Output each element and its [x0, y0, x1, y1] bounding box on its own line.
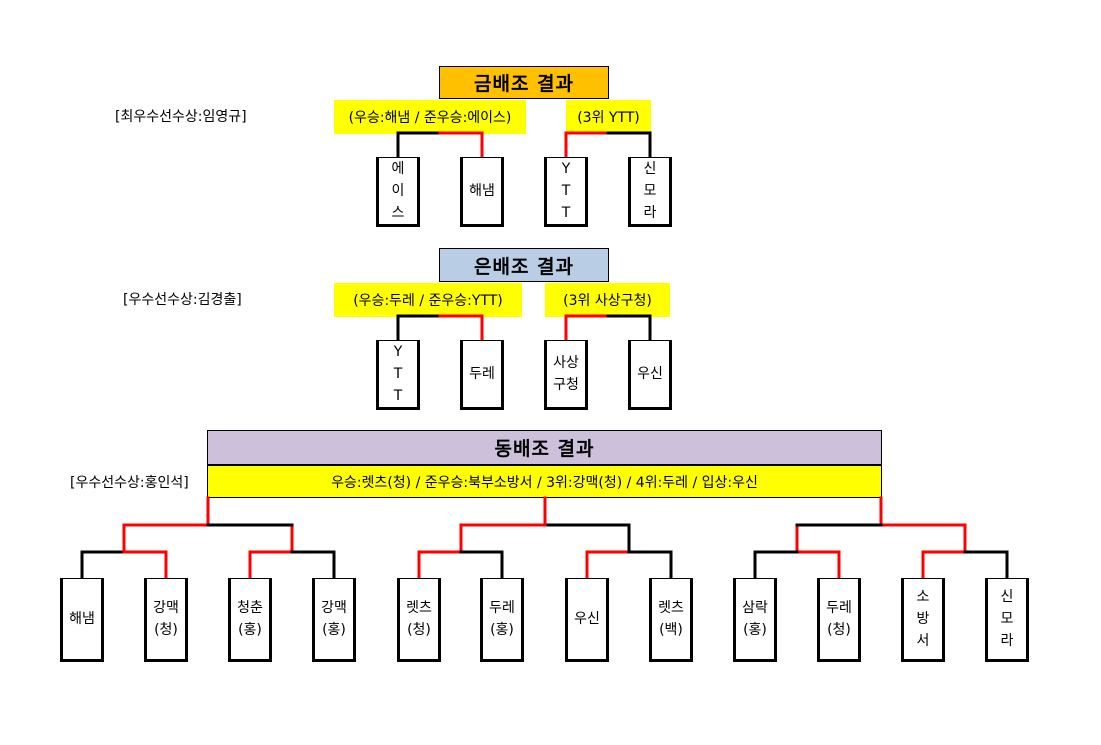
silver-third-loser [606, 314, 652, 342]
gold-bracket-loser [396, 131, 442, 159]
silver-team-sasang-gucheong: 사상 구청 [544, 340, 588, 410]
gold-third-winner [564, 131, 610, 159]
silver-award: [우수선수상:김경출] [123, 292, 242, 308]
silver-third-result: (3위 사상구청) [545, 283, 670, 317]
bronze-team-10: 두레 (청) [817, 578, 861, 662]
gold-team-ace: 에 이 스 [376, 157, 420, 227]
bronze-team-4: 강맥 (홍) [312, 578, 356, 662]
bronze-team-9: 삼락 (홍) [733, 578, 777, 662]
gold-third-result: (3위 YTT) [566, 100, 651, 134]
silver-team-ytt: Y T T [376, 340, 420, 410]
silver-bracket-winner [438, 314, 484, 342]
silver-team-usin: 우신 [628, 340, 672, 410]
gold-team-ytt: Y T T [544, 157, 588, 227]
bronze-team-3: 청춘 (홍) [228, 578, 272, 662]
gold-team-haenaem: 해냄 [460, 157, 504, 227]
bronze-team-5: 렛츠 (청) [397, 578, 441, 662]
bronze-team-2: 강맥 (청) [144, 578, 188, 662]
gold-final-result: (우승:해냄 / 준우승:에이스) [334, 100, 526, 134]
gold-third-loser [606, 131, 652, 159]
gold-title: 금배조 결과 [439, 66, 609, 99]
silver-team-dure: 두레 [460, 340, 504, 410]
silver-final-result: (우승:두레 / 준우승:YTT) [334, 283, 522, 317]
bronze-team-11: 소 방 서 [901, 578, 945, 662]
bronze-title: 동배조 결과 [207, 430, 882, 465]
silver-third-winner [564, 314, 610, 342]
gold-bracket-winner [438, 131, 484, 159]
bronze-award: [우수선수상:홍인석] [70, 475, 189, 491]
bronze-team-12: 신 모 라 [985, 578, 1029, 662]
gold-award: [최우수선수상:임영규] [115, 109, 247, 125]
silver-title: 은배조 결과 [439, 248, 609, 282]
bronze-team-8: 렛츠 (백) [649, 578, 693, 662]
gold-team-sinmora: 신 모 라 [628, 157, 672, 227]
silver-bracket-loser [396, 314, 442, 342]
bronze-team-6: 두레 (홍) [480, 578, 524, 662]
bronze-team-7: 우신 [565, 578, 609, 662]
bronze-result: 우승:렛츠(청) / 준우승:북부소방서 / 3위:강맥(청) / 4위:두레 … [207, 465, 882, 498]
bronze-team-1: 해냄 [60, 578, 104, 662]
